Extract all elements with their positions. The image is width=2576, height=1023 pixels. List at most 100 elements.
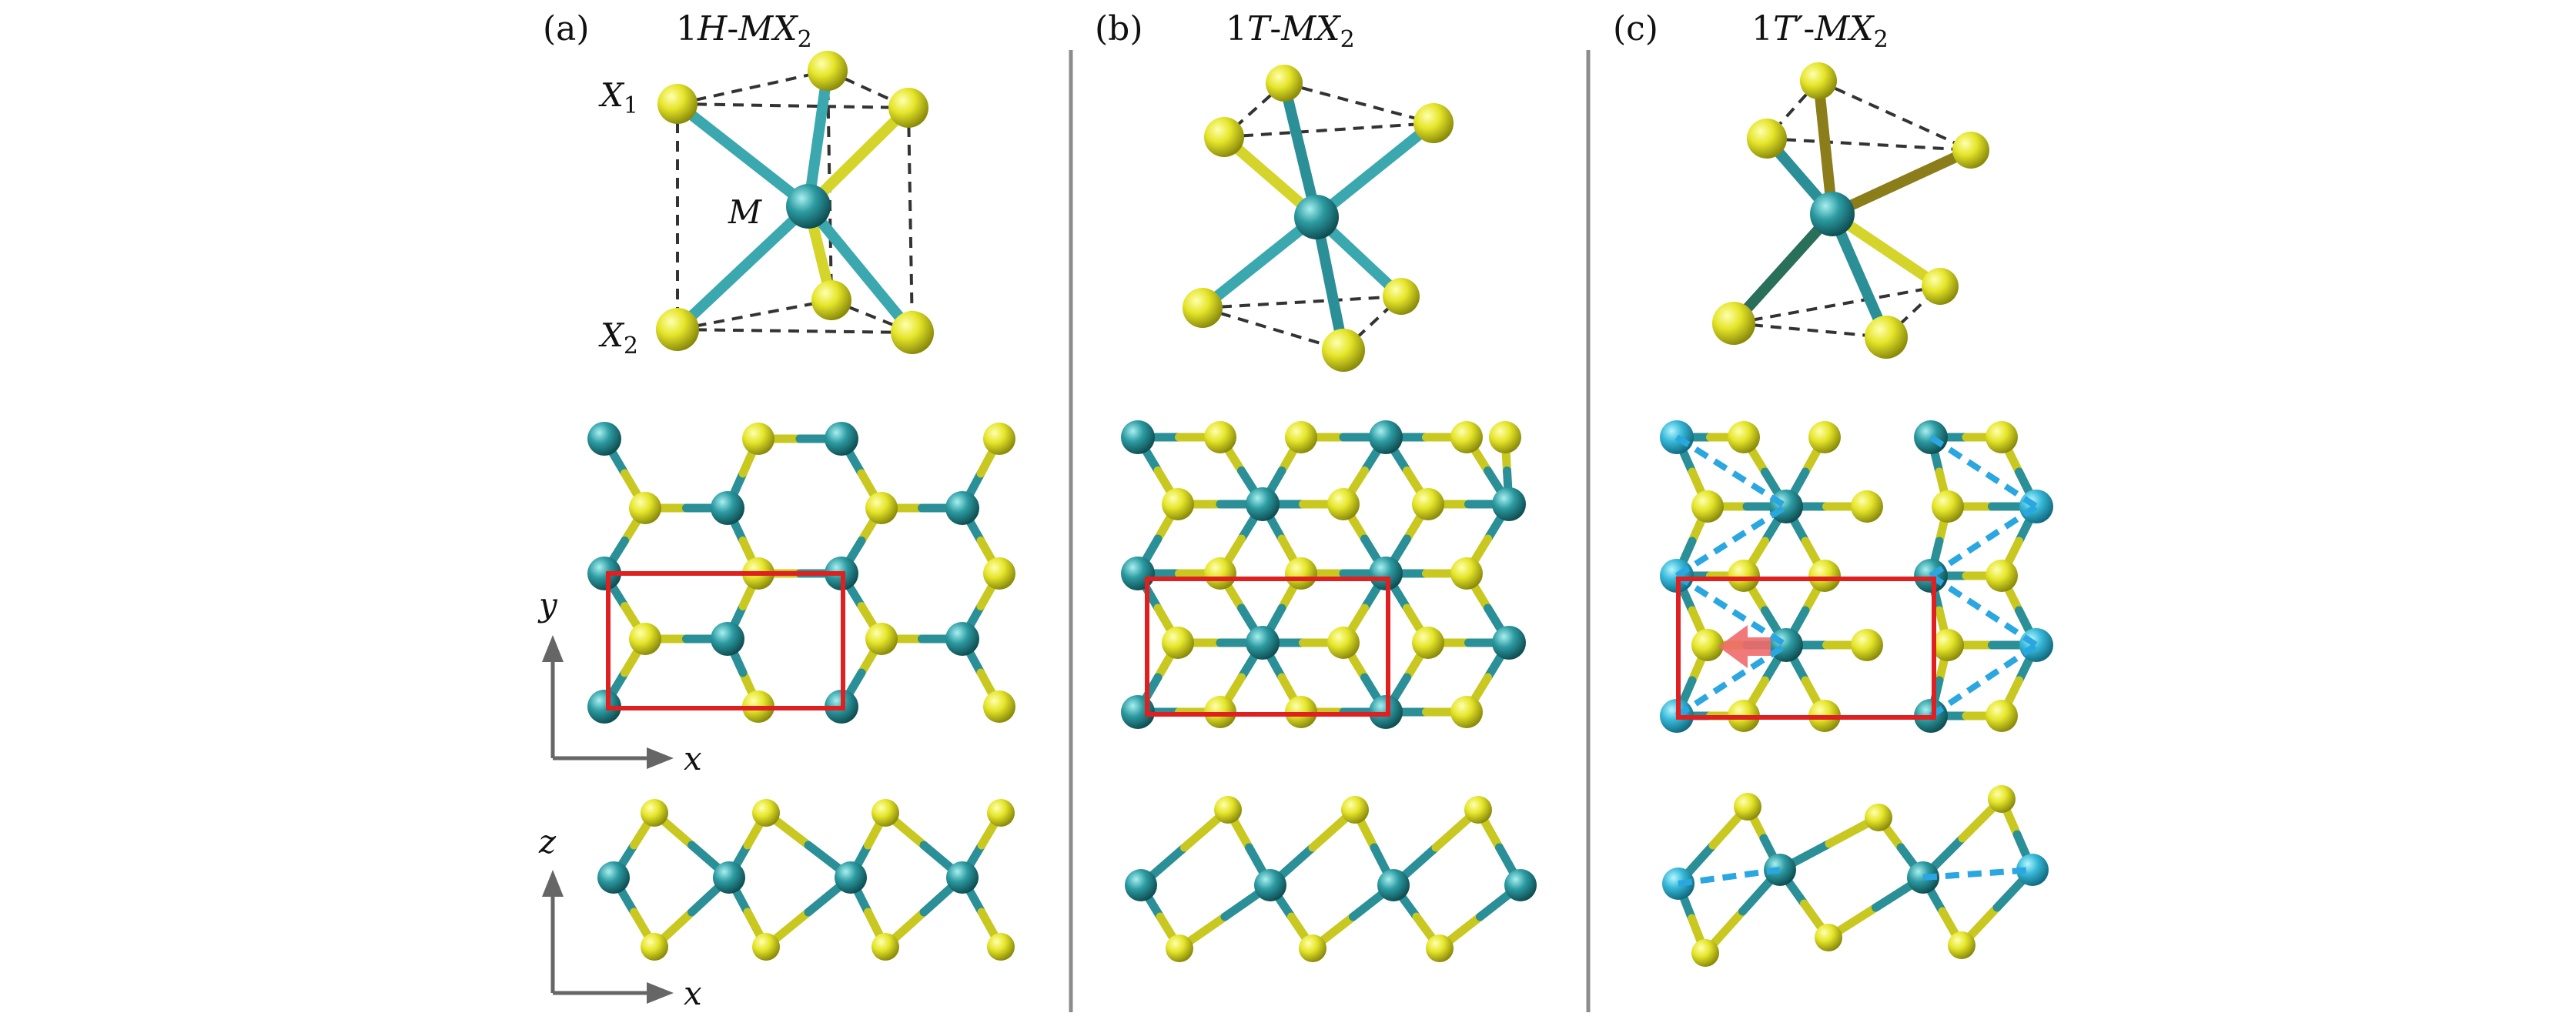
atom-x2-back	[811, 280, 851, 320]
chalcogen-atom	[1986, 700, 2018, 732]
atom-1tp-top-c	[1952, 132, 1989, 169]
panel-a-title-prefix: 1	[676, 9, 698, 48]
metal-atom	[587, 690, 621, 724]
panel-a-header: (a) 1H-MX2	[543, 9, 812, 53]
atom-x1-back	[808, 51, 848, 91]
axis-x2-label: x	[684, 975, 702, 1012]
chalcogen-atom	[1204, 557, 1236, 590]
lattice-1tprime-top	[1660, 420, 2053, 733]
chalcogen-atom	[1412, 488, 1444, 520]
panel-b-title-sep: -	[1270, 9, 1281, 48]
chalcogen-atom	[1986, 560, 2018, 592]
chalcogen-atom	[1327, 627, 1360, 659]
chalcogen-atom	[983, 690, 1015, 723]
metal-atom	[945, 491, 979, 525]
chalcogen-atom	[1327, 488, 1360, 520]
panel-b-title-phase: T	[1247, 9, 1273, 48]
atom-1t-m	[1294, 195, 1339, 239]
panel-c-title-sub: 2	[1874, 26, 1889, 53]
side-view-1tprime	[1662, 785, 2049, 967]
chalcogen-atom	[1412, 627, 1444, 659]
panel-b-title-sub: 2	[1340, 26, 1355, 53]
chalcogen-atom	[1734, 793, 1761, 821]
panel-a-title-sub: 2	[798, 26, 812, 53]
panel-c-title-prefix: 1	[1751, 9, 1773, 48]
metal-atom	[1504, 869, 1537, 901]
bonds	[609, 808, 1005, 951]
panel-c-title-sep: -	[1803, 9, 1815, 48]
metal-atom	[587, 557, 621, 590]
atom-1t-top-c	[1413, 103, 1454, 143]
atom-1tp-top-a	[1800, 62, 1837, 99]
chalcogen-atom	[1728, 560, 1760, 592]
x-arrowhead-2	[647, 982, 674, 1004]
coord-1t	[1183, 65, 1454, 372]
chalcogen-atom	[1728, 421, 1760, 453]
metal-atom	[1369, 420, 1403, 454]
chalcogen-atom	[1815, 924, 1842, 951]
panel-a-title-sep: -	[727, 9, 738, 48]
atom-x2-front	[656, 308, 699, 351]
metal-atom	[825, 422, 858, 456]
chalcogen-atom	[983, 423, 1015, 455]
chalcogen-atom	[1986, 421, 2018, 453]
panel-c-title-mx: MX	[1814, 9, 1875, 48]
atoms	[1125, 796, 1537, 962]
unit-cell	[1145, 577, 1390, 717]
atom-1t-bot-a	[1183, 288, 1223, 328]
unit-cell	[1676, 577, 1936, 720]
chalcogen-atom	[641, 933, 668, 961]
chalcogen-atom	[1489, 421, 1521, 453]
atoms	[597, 799, 1015, 961]
chalcogen-atom	[983, 557, 1015, 590]
atom-x2-right	[891, 311, 934, 354]
lattice-1t-top	[1121, 420, 1526, 729]
metal-atom	[1492, 626, 1526, 660]
chalcogen-atom	[752, 799, 780, 827]
displacement-arrow	[1718, 625, 1771, 668]
axis-y-label: y	[537, 586, 558, 623]
label-m: M	[728, 193, 762, 231]
chalcogen-atom	[1450, 421, 1483, 453]
metal-atom	[946, 861, 979, 894]
panel-a-title-mx: MX	[738, 9, 798, 48]
panel-a-letter: (a)	[543, 9, 590, 48]
atom-x1-front	[657, 84, 698, 124]
chalcogen-atom	[1162, 488, 1194, 520]
metal-atom	[945, 622, 979, 656]
metal-atom	[2016, 854, 2049, 886]
panel-b-title-prefix: 1	[1226, 9, 1247, 48]
atom-1tp-bot-a	[1712, 302, 1755, 345]
panel-c-title-phase: T′	[1773, 9, 1803, 48]
panel-b-letter: (b)	[1095, 9, 1143, 48]
chalcogen-atom	[1691, 939, 1719, 967]
chalcogen-atom	[641, 799, 668, 827]
coord-1h	[656, 51, 934, 354]
chalcogen-atom	[987, 799, 1015, 827]
chalcogen-atom	[1808, 560, 1841, 592]
metal-atom	[711, 622, 744, 656]
chalcogen-atom	[1865, 804, 1892, 831]
chalcogen-atom	[752, 933, 780, 961]
y-arrowhead	[542, 635, 564, 662]
chalcogen-atom	[629, 623, 661, 655]
panel-c-title: 1T′-MX2	[1751, 9, 1889, 53]
atom-1t-top-a	[1266, 65, 1303, 102]
panel-b-title-mx: MX	[1280, 9, 1341, 48]
metal-atom	[711, 491, 744, 525]
metal-atom	[1492, 487, 1526, 521]
axis-x-label: x	[684, 740, 702, 777]
chalcogen-atom	[871, 933, 899, 961]
metal-atom	[1121, 557, 1155, 590]
atom-x1-right	[888, 88, 928, 128]
metal-atom	[597, 861, 630, 894]
label-x2: X2	[598, 316, 638, 359]
atom-1tp-m	[1810, 192, 1855, 236]
panel-b-header: (b) 1T-MX2	[1095, 9, 1355, 53]
unit-cell	[606, 571, 845, 710]
atom-1tp-bot-c	[1865, 316, 1908, 359]
chalcogen-atom	[1204, 421, 1236, 453]
metal-atom	[1369, 557, 1403, 590]
chalcogen-atom	[1285, 421, 1317, 453]
axis-z-label: z	[538, 823, 557, 861]
